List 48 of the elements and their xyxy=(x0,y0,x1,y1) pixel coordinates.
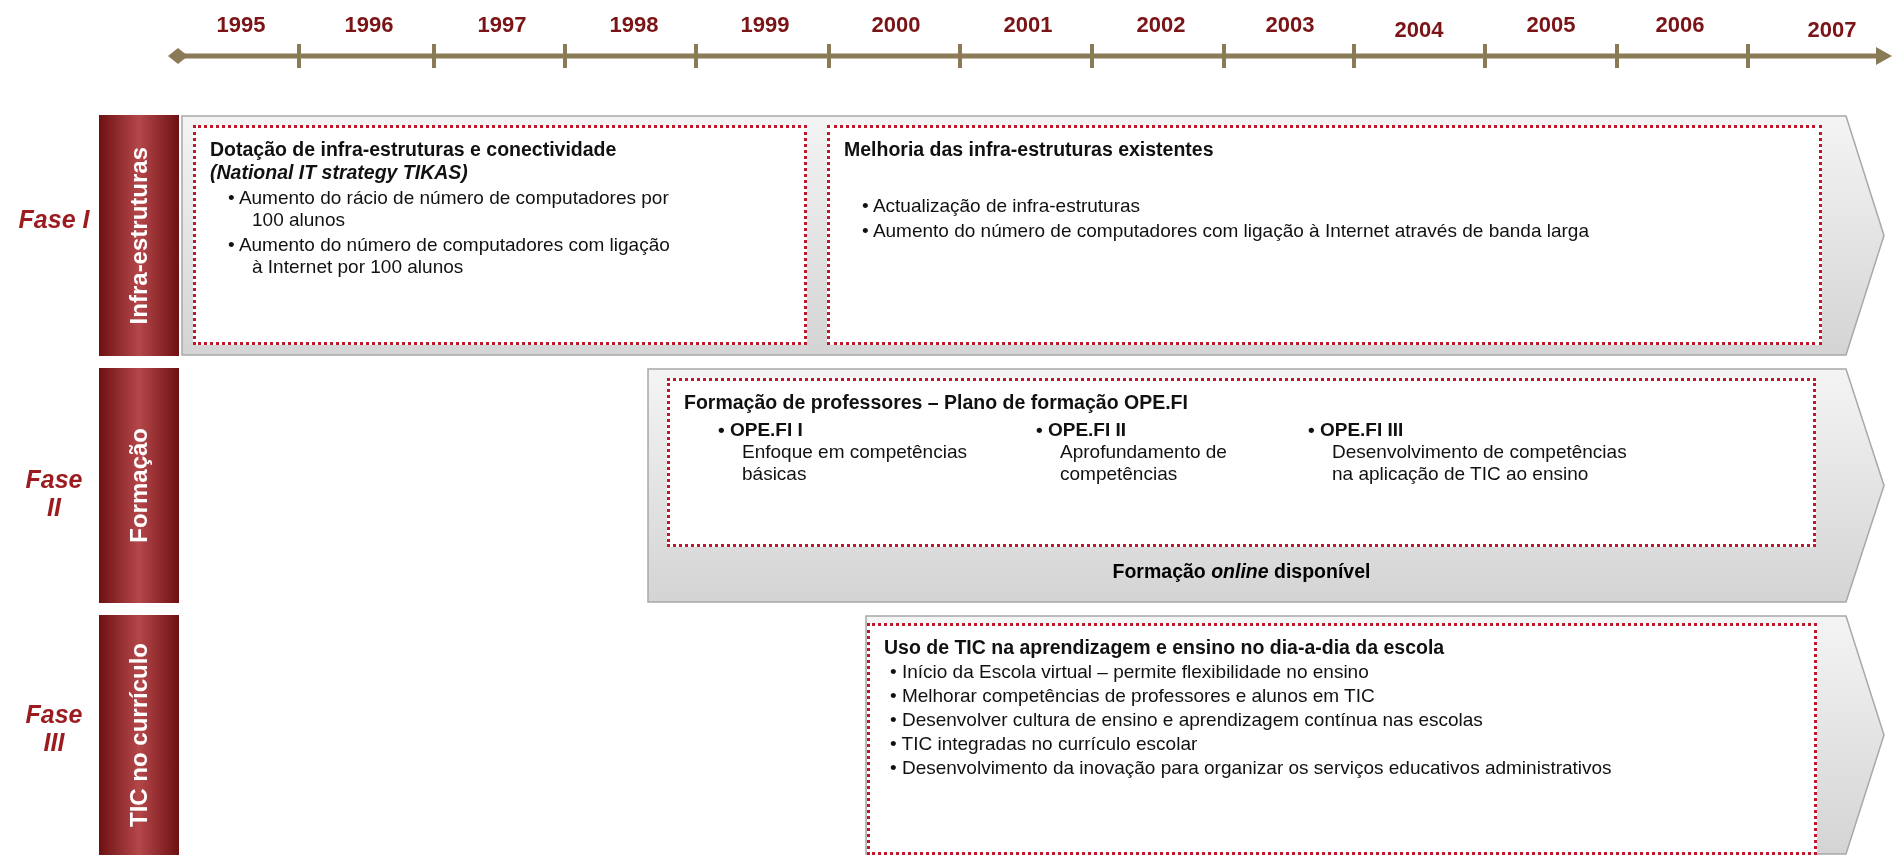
phase-band xyxy=(647,368,1886,603)
bullet-item: • Melhorar competências de professores e alunos em TIC xyxy=(889,685,1376,707)
bullet-item: • Início da Escola virtual – permite flexibilidade no ensino xyxy=(889,661,1370,683)
column-text: Aprofundamento de competências xyxy=(1059,441,1228,485)
year-label: 1996 xyxy=(344,12,394,38)
column-title: • OPE.FI II xyxy=(1035,419,1128,441)
dotted-box xyxy=(193,125,807,345)
box-heading: Uso de TIC na aprendizagem e ensino no dia-a-dia da escola xyxy=(884,636,1446,659)
year-label: 1998 xyxy=(609,12,659,38)
row-tab xyxy=(99,615,179,855)
tab-label: TIC no currículo xyxy=(126,643,152,827)
column-text: Enfoque em competências básicas xyxy=(741,441,968,485)
bullet-item: • Aumento do número de computadores com ligação à Internet por 100 alunos xyxy=(227,234,671,278)
box-subheading: (National IT strategy TIKAS) xyxy=(210,161,469,184)
column-title: • OPE.FI III xyxy=(1307,419,1405,441)
box-heading: Formação de professores – Plano de formação OPE.FI xyxy=(684,391,1189,414)
box-heading: Dotação de infra-estruturas e conectividade xyxy=(210,138,618,161)
row-tab xyxy=(99,115,179,356)
dotted-box xyxy=(667,378,1816,547)
year-label: 1999 xyxy=(740,12,790,38)
year-label: 2003 xyxy=(1265,12,1315,38)
year-label: 1995 xyxy=(216,12,266,38)
band-caption: Formação online disponível xyxy=(1111,560,1372,583)
year-label: 2005 xyxy=(1526,12,1576,38)
tab-label: Formação xyxy=(126,428,152,543)
column-title: • OPE.FI I xyxy=(717,419,804,441)
bullet-item: • TIC integradas no currículo escolar xyxy=(889,733,1199,755)
phase-label: Fase II xyxy=(24,465,84,521)
year-label: 2002 xyxy=(1136,12,1186,38)
phase-label: Fase III xyxy=(24,700,84,756)
bullet-item: • Desenvolver cultura de ensino e aprendizagem contínua nas escolas xyxy=(889,709,1484,731)
year-label: 2006 xyxy=(1655,12,1705,38)
row-tab xyxy=(99,368,179,603)
year-label: 2000 xyxy=(871,12,921,38)
bullet-item: • Actualização de infra-estruturas xyxy=(861,195,1142,217)
phase-band xyxy=(181,115,1886,356)
tab-label: Infra-estruturas xyxy=(126,146,152,325)
year-label: 2004 xyxy=(1394,17,1444,43)
bullet-item: • Aumento do número de computadores com ligação à Internet através de banda larga xyxy=(861,220,1590,242)
year-label: 1997 xyxy=(477,12,527,38)
year-label: 2007 xyxy=(1807,17,1857,43)
dotted-box xyxy=(827,125,1822,345)
box-heading: Melhoria das infra-estruturas existentes xyxy=(844,138,1215,161)
bullet-item: • Desenvolvimento da inovação para organizar os serviços educativos administrativos xyxy=(889,757,1613,779)
column-text: Desenvolvimento de competências na aplicação de TIC ao ensino xyxy=(1331,441,1628,485)
phase-label: Fase I xyxy=(17,205,91,233)
bullet-item: • Aumento do rácio de número de computadores por 100 alunos xyxy=(227,187,670,231)
year-label: 2001 xyxy=(1003,12,1053,38)
